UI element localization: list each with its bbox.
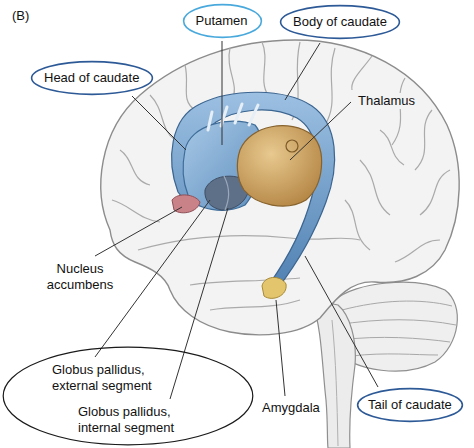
cerebellum-folia: [336, 320, 456, 325]
sulcus: [415, 110, 432, 170]
leader-line: [290, 102, 351, 160]
cerebrum-outline: [101, 40, 459, 335]
callout-outline: [183, 5, 261, 38]
cerebellum-folia: [352, 354, 438, 356]
leader-line: [276, 300, 285, 396]
structure-name: Body of caudate: [293, 14, 388, 30]
sulcus: [395, 240, 440, 262]
leader-line: [222, 41, 223, 145]
sulcus: [185, 65, 195, 110]
sulcus: [420, 170, 450, 215]
callout-outline: [3, 347, 253, 445]
sulcus: [262, 42, 268, 95]
pallidal-lamina: [224, 176, 229, 210]
caudate-callout: Tail of caudate: [356, 387, 464, 423]
lateral-fissure: [138, 236, 360, 250]
structure-name: Globus pallidus, internal segment: [78, 404, 190, 435]
leader-line: [95, 207, 182, 256]
label-holder: Amygdala: [260, 400, 322, 416]
striatal-bridge: [208, 112, 212, 130]
callout-outline: [32, 62, 153, 95]
pallidus-callout: Globus pallidus, external segmentGlobus …: [2, 346, 254, 446]
structure-name: Head of caudate: [44, 70, 141, 86]
leader-line: [132, 96, 186, 150]
sulcus: [325, 48, 335, 125]
brainstem-groove: [332, 320, 338, 446]
structure-name: Tail of caudate: [368, 397, 453, 413]
sulcus: [380, 130, 404, 165]
leader-line: [305, 256, 378, 387]
structure-label: Thalamus: [356, 93, 417, 109]
sulcus: [229, 48, 234, 100]
structure-label: Amygdala: [260, 400, 322, 416]
brainstem: [312, 300, 355, 448]
sulcus: [210, 300, 300, 310]
structure-label: Nucleus accumbens: [40, 261, 120, 292]
callout-outline: [281, 6, 400, 39]
structure-name: Globus pallidus, external segment: [52, 362, 164, 393]
sulcus: [345, 200, 370, 250]
caudate-callout: Head of caudate: [30, 60, 154, 96]
sulcus: [112, 200, 160, 222]
label-holder: (B): [12, 8, 29, 24]
leader-line: [170, 208, 228, 399]
thalamic-nucleus: [286, 140, 298, 152]
sulcus: [120, 150, 150, 185]
cerebellum-folia: [342, 301, 452, 310]
leader-line: [285, 43, 320, 100]
callout-outline: [358, 389, 463, 422]
striatal-bridge: [249, 105, 258, 125]
sulcus: [360, 160, 390, 215]
amygdala: [262, 277, 286, 298]
label-holder: Thalamus: [356, 93, 417, 109]
structure-name: Putamen: [196, 13, 250, 29]
sulcus: [352, 56, 372, 90]
striatal-bridge: [235, 104, 242, 123]
label-holder: Nucleus accumbens: [40, 261, 120, 292]
sulcus: [392, 78, 405, 145]
putamen-callout: Putamen: [182, 3, 263, 39]
caudate-nucleus: [172, 92, 335, 290]
thalamus: [237, 126, 321, 206]
cerebellum-folia: [340, 337, 450, 342]
caudate-callout: Body of caudate: [279, 4, 401, 40]
panel-letter: (B): [12, 8, 29, 24]
